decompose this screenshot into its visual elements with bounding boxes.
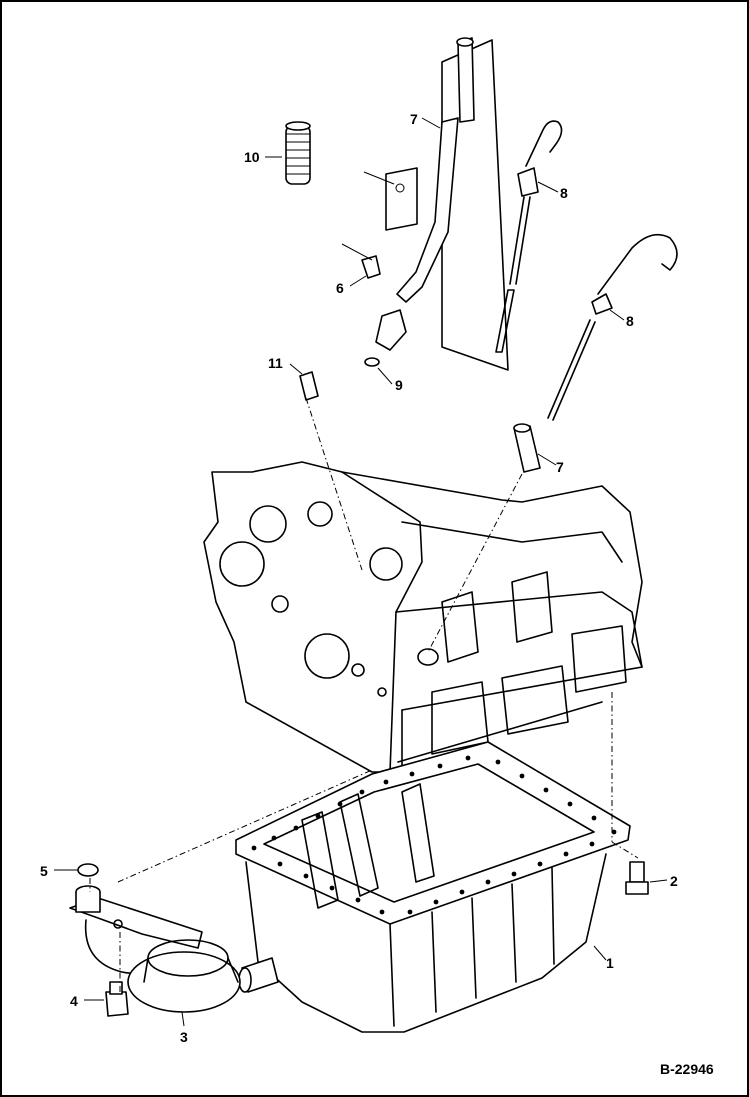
- bolt-2: [625, 861, 649, 895]
- callout-11: 11: [268, 355, 283, 371]
- callout-2: 2: [670, 873, 678, 889]
- callout-8-upper: 8: [560, 185, 568, 201]
- upper-dipstick: [495, 120, 563, 353]
- upper-dipstick-guide-assembly: [341, 37, 509, 371]
- callout-5: 5: [40, 863, 48, 879]
- plug-10: [285, 121, 311, 185]
- figure-reference: B-22946: [660, 1061, 714, 1077]
- oil-pan: [235, 741, 631, 1033]
- alignment-lines: [89, 397, 639, 994]
- engine-block: [203, 461, 643, 783]
- callout-7-lower: 7: [556, 459, 564, 475]
- oil-strainer: [69, 863, 241, 1017]
- callout-6: 6: [336, 280, 344, 296]
- lower-dipstick: [299, 233, 678, 473]
- callout-labels: 10 7 8 6 8 11 9 7 5 2 1 4 3: [40, 111, 678, 1045]
- callout-8-lower: 8: [626, 313, 634, 329]
- callout-3: 3: [180, 1029, 188, 1045]
- callout-4: 4: [70, 993, 78, 1009]
- callout-10: 10: [244, 149, 260, 165]
- callout-7-upper: 7: [410, 111, 418, 127]
- leader-lines: [54, 117, 668, 1027]
- callout-9: 9: [395, 377, 403, 393]
- callout-1: 1: [606, 955, 614, 971]
